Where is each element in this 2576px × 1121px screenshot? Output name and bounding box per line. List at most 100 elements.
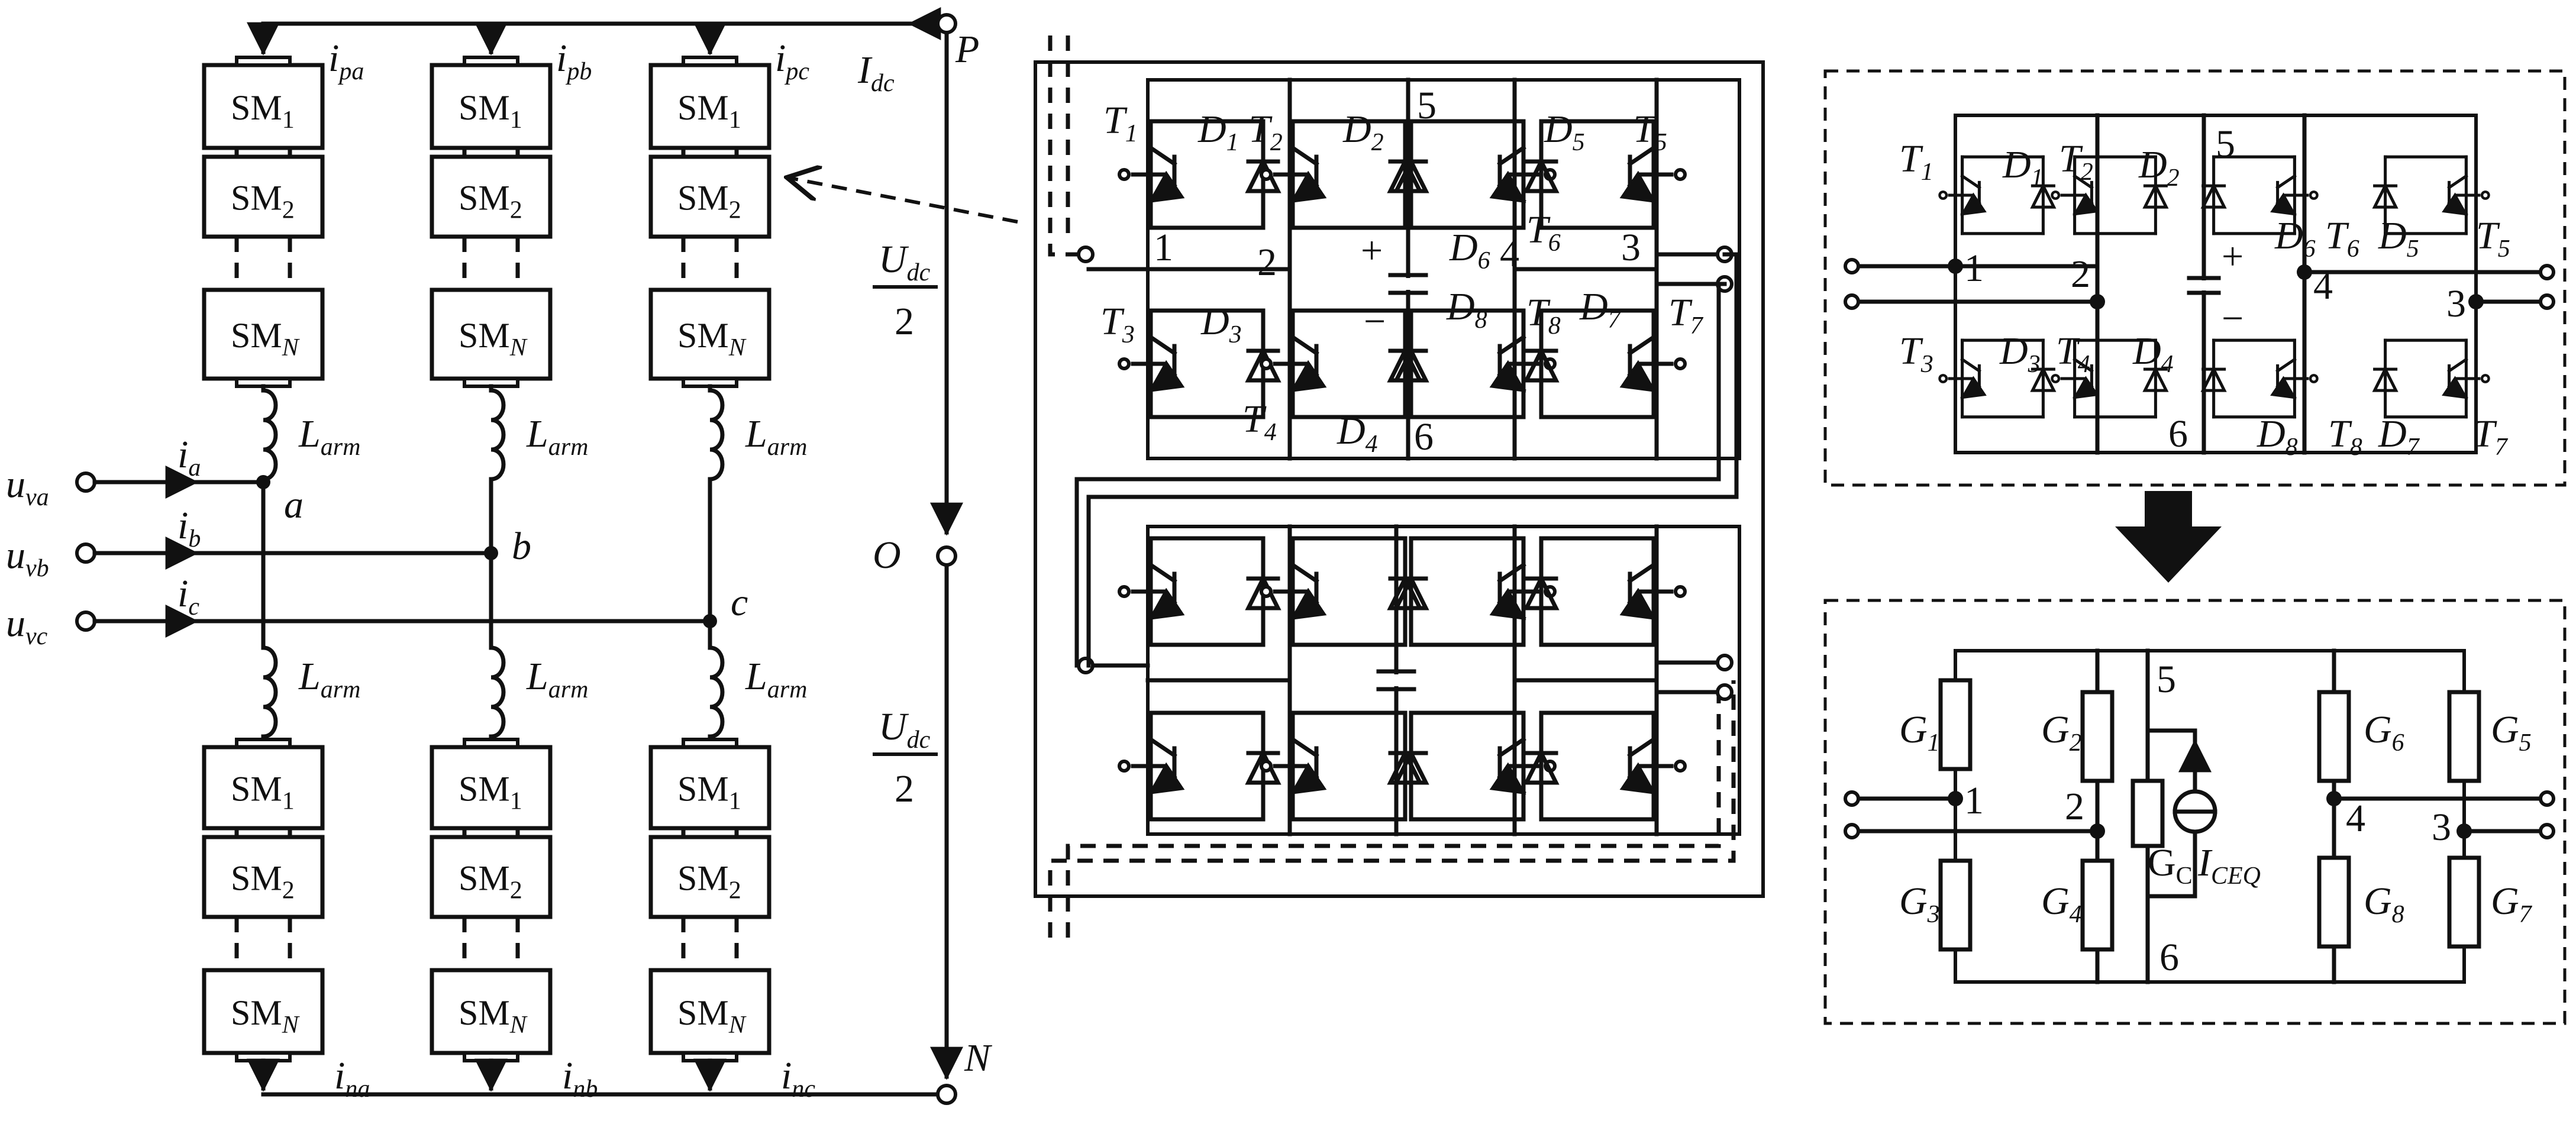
T6: T6 xyxy=(1526,208,1561,257)
submodule xyxy=(202,835,325,919)
upper-inductor-label: Larm xyxy=(526,412,588,461)
submodule-label: SMN xyxy=(677,993,747,1039)
dc-voltage-upper: Udc 2 xyxy=(873,238,938,343)
G3: G3 xyxy=(1899,880,1940,928)
D3: D3 xyxy=(1200,300,1242,348)
D5: D5 xyxy=(1544,108,1585,156)
svg-text:Udc: Udc xyxy=(879,238,931,286)
submodule-label: SM2 xyxy=(459,179,522,224)
svg-text:−: − xyxy=(2222,297,2243,340)
T5: T5 xyxy=(2476,214,2510,263)
svg-text:2: 2 xyxy=(895,300,914,343)
Gc: GC xyxy=(2148,841,2193,890)
D1: D1 xyxy=(2002,143,2044,192)
upper-inductor-label: Larm xyxy=(298,412,360,461)
T8: T8 xyxy=(2328,412,2362,461)
submodule xyxy=(202,154,325,239)
upper-current-c: ipc xyxy=(775,37,809,85)
terminal-o xyxy=(936,545,957,567)
submodule-label: SM1 xyxy=(231,770,295,815)
lower-module xyxy=(1077,524,1741,836)
submodule xyxy=(648,745,771,831)
ac-voltage-b: uvb xyxy=(6,534,49,582)
lower-inductor-label: Larm xyxy=(526,655,588,703)
ac-current-c: ic xyxy=(177,572,199,621)
ac-current-a: ia xyxy=(177,433,201,482)
G6: G6 xyxy=(2364,708,2404,757)
D3: D3 xyxy=(1999,329,2041,378)
submodule-label: SM2 xyxy=(231,179,295,224)
submodule-label: SMN xyxy=(231,993,300,1039)
ac-voltage-a: uva xyxy=(6,463,49,511)
node-label: 6 xyxy=(2168,412,2188,455)
submodule xyxy=(202,968,325,1055)
node-label: 1 xyxy=(1964,779,1984,822)
D7: D7 xyxy=(2378,412,2420,461)
svg-text:2: 2 xyxy=(895,767,914,810)
submodule-label: SMN xyxy=(231,316,300,361)
G2: G2 xyxy=(2041,708,2082,757)
submodule-label: SM2 xyxy=(459,859,522,904)
lower-current-b: inb xyxy=(562,1054,598,1103)
dc-current-label: Idc xyxy=(857,49,895,97)
mmc-converter: P O N Idc Udc 2 Udc 2 ipaSM1SM2SMNLarmLa… xyxy=(6,7,1018,1105)
node-label: 2 xyxy=(1257,241,1277,284)
submodule-label: SM1 xyxy=(677,770,741,815)
submodule-label: SM1 xyxy=(231,88,295,134)
node-label: 2 xyxy=(2065,785,2084,828)
D8: D8 xyxy=(2257,412,2298,461)
T4: T4 xyxy=(1242,398,1277,446)
submodule xyxy=(430,63,553,150)
T2: T2 xyxy=(2059,137,2093,186)
T6: T6 xyxy=(2325,214,2359,263)
G7: G7 xyxy=(2491,880,2533,928)
ac-phase-a: uva ia a xyxy=(6,433,304,526)
lower-current-a: ina xyxy=(334,1054,370,1103)
G1: G1 xyxy=(1899,708,1940,757)
submodule xyxy=(430,835,553,919)
terminal-o-label: O xyxy=(873,534,901,577)
submodule-label: SM2 xyxy=(231,859,295,904)
lower-inductor-label: Larm xyxy=(745,655,807,703)
submodule-label: SMN xyxy=(459,993,528,1039)
D6: D6 xyxy=(1449,226,1490,274)
T1: T1 xyxy=(1899,137,1933,186)
G5: G5 xyxy=(2491,708,2532,757)
node-label: 3 xyxy=(1621,226,1641,269)
Iceq: ICEQ xyxy=(2197,841,2261,890)
node-label: 5 xyxy=(2157,658,2176,701)
transform-arrow xyxy=(2115,491,2222,583)
submodule xyxy=(202,745,325,831)
G4: G4 xyxy=(2041,880,2082,928)
node-label: 1 xyxy=(1964,247,1984,290)
G8: G8 xyxy=(2364,880,2404,928)
ac-voltage-c: uvc xyxy=(6,602,48,650)
T2: T2 xyxy=(1248,108,1283,156)
submodule-label: SM2 xyxy=(677,179,741,224)
node-label: 4 xyxy=(2313,264,2333,308)
upper-inductor-label: Larm xyxy=(745,412,807,461)
phase-label: a xyxy=(284,483,304,526)
upper-current-b: ipb xyxy=(556,37,592,85)
T5: T5 xyxy=(1633,108,1667,156)
T1: T1 xyxy=(1103,99,1138,147)
submodule-label: SM1 xyxy=(677,88,741,134)
dc-voltage-lower: Udc 2 xyxy=(873,705,938,810)
D8: D8 xyxy=(1446,285,1487,334)
D6: D6 xyxy=(2274,214,2316,263)
T7: T7 xyxy=(1668,291,1704,340)
svg-text:+: + xyxy=(1361,229,1383,272)
submodule xyxy=(648,154,771,239)
submodule-label: SMN xyxy=(677,316,747,361)
